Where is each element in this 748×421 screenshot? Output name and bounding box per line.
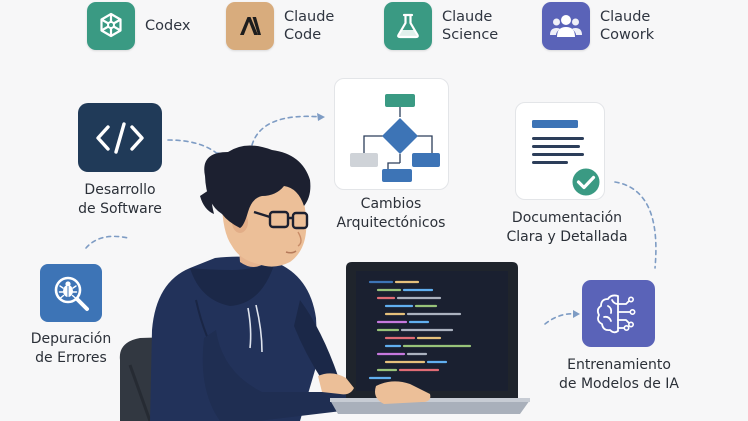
- card-documentation: [515, 102, 605, 200]
- brand-label: Codex: [145, 18, 191, 34]
- head: [200, 145, 311, 267]
- card-training: [582, 280, 655, 347]
- code-brackets-icon: [96, 121, 144, 154]
- brand-codex: Codex: [87, 2, 190, 50]
- caption-architecture: Cambios Arquitectónicos: [336, 196, 446, 231]
- connector-debugging-software: [85, 235, 129, 249]
- flask-icon: [384, 2, 432, 50]
- brain-circuit-icon: [596, 294, 635, 333]
- caption-software: Desarrollo de Software: [78, 182, 162, 217]
- bug-magnifier-icon: [54, 276, 89, 311]
- screen-code: [368, 280, 472, 380]
- flowchart-icon: [349, 94, 440, 182]
- hands: [318, 373, 431, 404]
- connector-software-person: [167, 139, 223, 159]
- document-check-icon: [532, 120, 600, 196]
- brand-claude-science: Claude Science: [384, 2, 498, 50]
- hoodie-torso: [150, 256, 350, 421]
- brand-label: Claude Science: [442, 9, 499, 43]
- brand-label: Claude Cowork: [600, 9, 655, 43]
- caption-documentation: Documentación Clara y Detallada: [506, 210, 628, 245]
- brand-label: Claude Code: [284, 9, 335, 43]
- card-software: [78, 103, 162, 172]
- card-architecture: [334, 78, 449, 190]
- brand-claude-cowork: Claude Cowork: [542, 2, 654, 50]
- anthropic-logo-icon: [226, 2, 274, 50]
- brand-claude-code: Claude Code: [226, 2, 334, 50]
- connector-person-architecture: [251, 115, 323, 146]
- people-group-icon: [542, 2, 590, 50]
- caption-training: Entrenamiento de Modelos de IA: [559, 357, 679, 392]
- connector-documentation-training: [614, 181, 657, 269]
- caption-debugging: Depuración de Errores: [30, 331, 112, 366]
- openai-logo-icon: [87, 2, 135, 50]
- card-debugging: [40, 264, 102, 322]
